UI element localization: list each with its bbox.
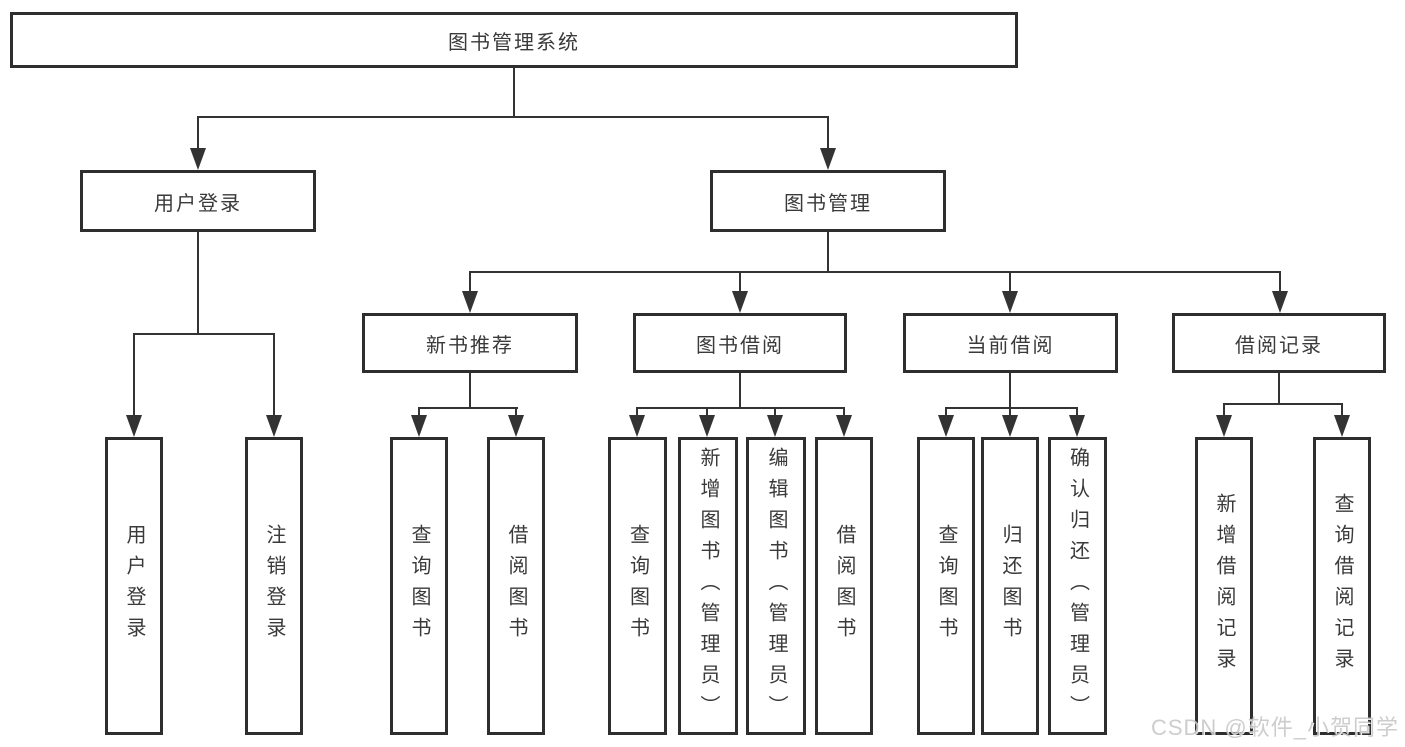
- connector-borrowrecord-bar: [1223, 403, 1343, 405]
- connector-bookmgmt-stem: [827, 232, 829, 273]
- connector-newbook-bar: [418, 407, 518, 409]
- connector-stem: [739, 271, 741, 309]
- connector-stem: [273, 333, 275, 429]
- connector-currentborrow-bar: [945, 407, 1078, 409]
- arrow-down-icon: [508, 415, 524, 437]
- leaf-return-books: 归还图书: [981, 437, 1039, 735]
- connector-userlogin-bar: [133, 333, 275, 335]
- connector-stem: [197, 116, 199, 156]
- arrow-down-icon: [1272, 291, 1288, 313]
- arrow-down-icon: [699, 415, 715, 437]
- node-new-book-recommend: 新书推荐: [362, 313, 578, 373]
- arrow-down-icon: [1216, 415, 1232, 437]
- connector-stem: [1279, 271, 1281, 309]
- connector-stem: [1009, 271, 1011, 309]
- arrow-down-icon: [767, 415, 783, 437]
- leaf-add-books-admin: 新增图书（管理员）: [678, 437, 738, 735]
- arrow-down-icon: [938, 415, 954, 437]
- node-user-login: 用户登录: [80, 170, 316, 232]
- connector-stem: [133, 333, 135, 429]
- leaf-query-books-2: 查询图书: [608, 437, 667, 735]
- connector-root-bar: [197, 116, 829, 118]
- node-book-management: 图书管理: [710, 170, 946, 232]
- node-book-borrowing: 图书借阅: [633, 313, 847, 373]
- leaf-query-books-1: 查询图书: [390, 437, 448, 735]
- connector-newbook-stem: [469, 373, 471, 409]
- node-current-borrowing: 当前借阅: [903, 313, 1118, 373]
- connector-stem: [827, 116, 829, 156]
- leaf-query-books-3: 查询图书: [917, 437, 975, 735]
- connector-root-stem: [513, 68, 515, 118]
- leaf-confirm-return-admin: 确认归还（管理员）: [1048, 437, 1107, 735]
- arrow-down-icon: [462, 291, 478, 313]
- node-borrowing-records: 借阅记录: [1172, 313, 1386, 373]
- connector-bookmgmt-bar: [469, 271, 1281, 273]
- arrow-down-icon: [266, 415, 282, 437]
- arrow-down-icon: [1002, 291, 1018, 313]
- arrow-down-icon: [629, 415, 645, 437]
- node-library-system: 图书管理系统: [10, 12, 1018, 68]
- leaf-borrow-books-2: 借阅图书: [815, 437, 873, 735]
- arrow-down-icon: [1002, 415, 1018, 437]
- connector-stem: [469, 271, 471, 309]
- leaf-user-login: 用户登录: [105, 437, 163, 735]
- arrow-down-icon: [126, 415, 142, 437]
- leaf-borrow-books-1: 借阅图书: [487, 437, 545, 735]
- leaf-edit-books-admin: 编辑图书（管理员）: [746, 437, 806, 735]
- arrow-down-icon: [836, 415, 852, 437]
- arrow-down-icon: [411, 415, 427, 437]
- leaf-query-borrow-record: 查询借阅记录: [1313, 437, 1371, 735]
- leaf-add-borrow-record: 新增借阅记录: [1195, 437, 1253, 735]
- arrow-down-icon: [732, 291, 748, 313]
- arrow-down-icon: [1334, 415, 1350, 437]
- connector-bookborrow-bar: [636, 407, 845, 409]
- arrow-down-icon: [190, 148, 206, 170]
- csdn-watermark: CSDN @软件_小贺同学: [1150, 715, 1399, 740]
- connector-currentborrow-stem: [1009, 373, 1011, 409]
- arrow-down-icon: [1069, 415, 1085, 437]
- connector-bookborrow-stem: [739, 373, 741, 409]
- arrow-down-icon: [820, 148, 836, 170]
- connector-borrowrecord-stem: [1278, 373, 1280, 405]
- connector-userlogin-stem: [197, 232, 199, 335]
- leaf-logout: 注销登录: [245, 437, 303, 735]
